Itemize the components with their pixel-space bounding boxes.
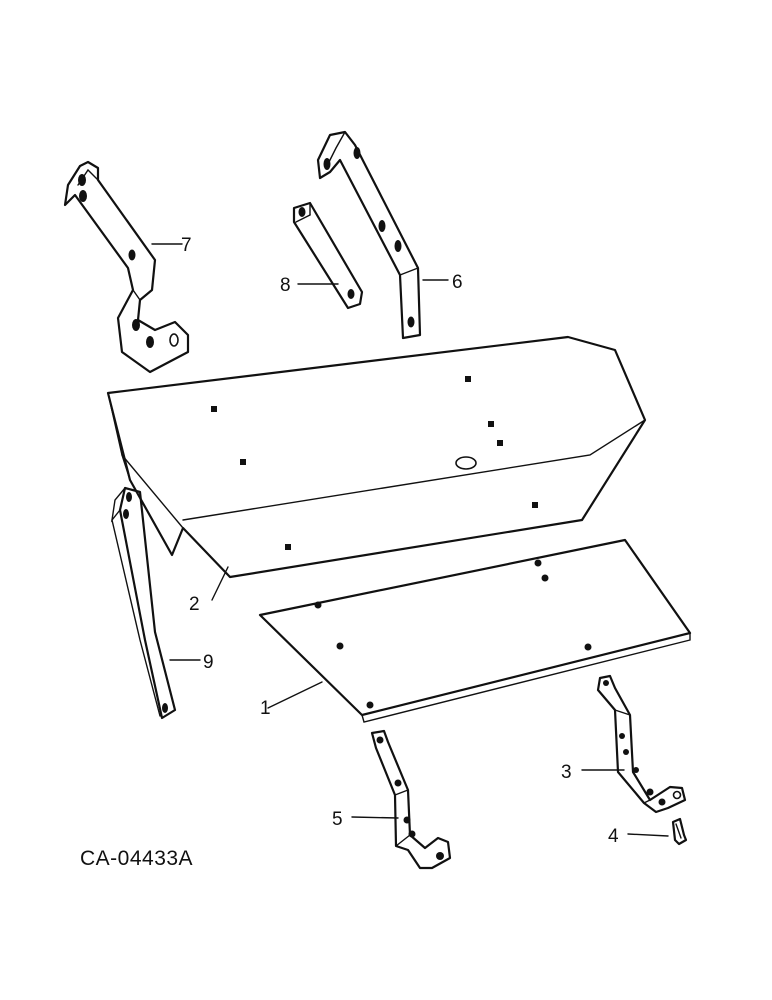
strap-part-8 [292, 201, 364, 310]
callout-9: 9 [203, 652, 214, 673]
bracket-part-5 [351, 729, 452, 870]
bracket-part-6 [316, 130, 449, 340]
bracket-part-3 [581, 674, 687, 814]
shield-part-2 [106, 335, 647, 601]
callout-8: 8 [280, 275, 291, 296]
drawing-code: CA-04433A [80, 847, 193, 870]
callout-2: 2 [189, 594, 200, 615]
callout-1: 1 [260, 698, 271, 719]
callout-5: 5 [332, 809, 343, 830]
callout-6: 6 [452, 272, 463, 293]
callout-4: 4 [608, 826, 619, 847]
plate-part-1 [258, 538, 692, 723]
bolt-part-4 [627, 817, 688, 846]
bracket-part-7 [63, 160, 190, 374]
callout-7: 7 [181, 235, 192, 256]
callout-3: 3 [561, 762, 572, 783]
bar-part-9 [110, 486, 201, 720]
